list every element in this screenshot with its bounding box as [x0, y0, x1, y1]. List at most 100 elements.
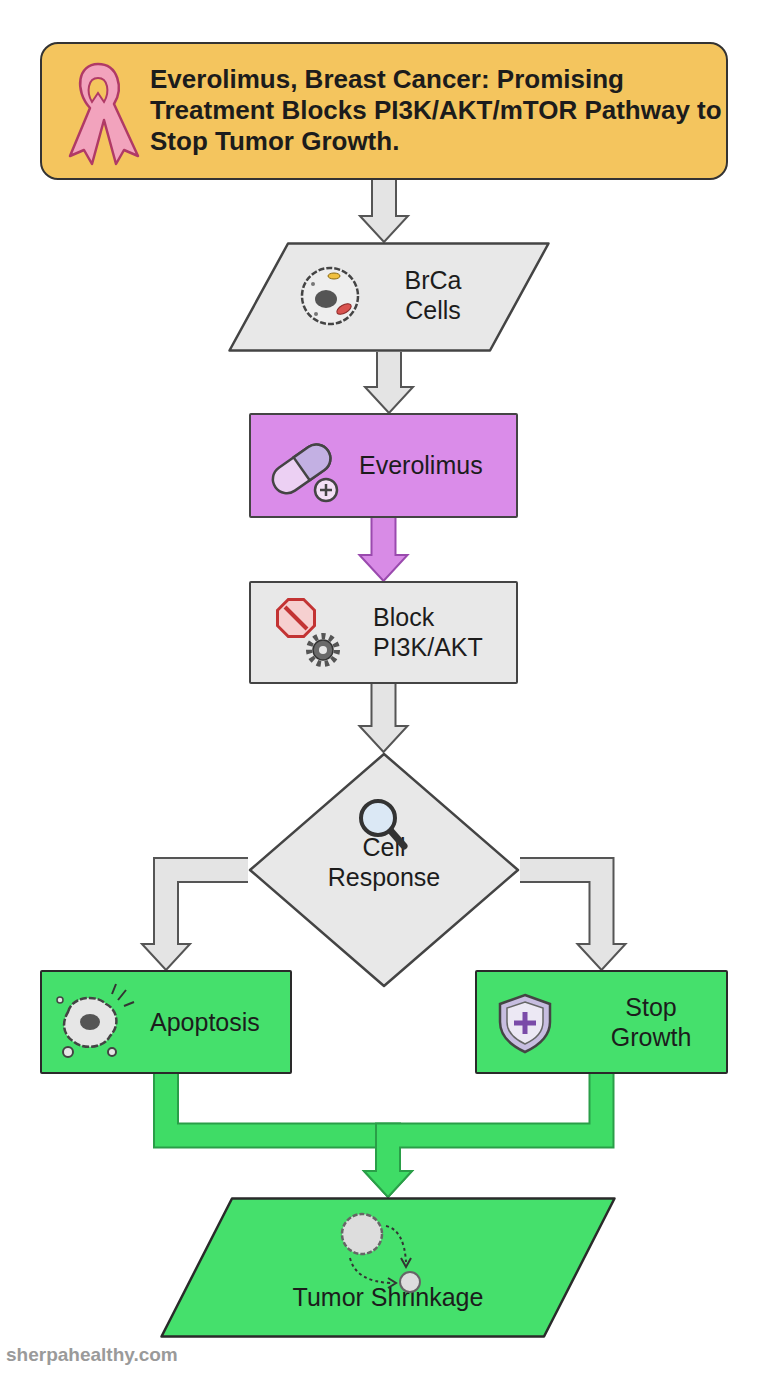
shrink-arrowhead — [401, 1258, 411, 1267]
decision-diamond-shape — [250, 754, 518, 986]
arrow-outline — [166, 870, 248, 944]
burst-lines — [112, 984, 134, 1006]
flow-arrow — [360, 180, 408, 242]
node-label: Everolimus, Breast Cancer: Promising Tre… — [150, 64, 740, 158]
text-block: Stop Growth — [585, 992, 717, 1052]
arrow-head — [360, 555, 408, 581]
result-parallelogram: Tumor Shrinkage — [160, 1197, 616, 1338]
input-parallelogram-outline — [228, 242, 550, 352]
tumor-large — [342, 1214, 382, 1254]
arrow-shaft — [166, 870, 248, 947]
gear-body — [313, 640, 333, 660]
ribbon-loop — [89, 78, 108, 102]
arrow-head — [360, 216, 408, 242]
organelle — [328, 273, 340, 279]
stop-sign — [278, 600, 315, 637]
magnifier-lens — [361, 801, 395, 835]
title-box: Everolimus, Breast Cancer: Promising Tre… — [40, 42, 728, 180]
block-icon — [278, 600, 338, 665]
arrow-outline — [520, 870, 602, 944]
watermark: sherpahealthy.com — [6, 1344, 178, 1366]
input-parallelogram: BrCa Cells — [228, 242, 550, 352]
ribbon-shape — [70, 64, 138, 164]
arrow-shaft — [373, 684, 395, 729]
gear-hole — [319, 646, 327, 654]
capsule-half — [294, 439, 336, 480]
node-label: Cell Response — [304, 832, 464, 892]
shield-icon — [500, 995, 550, 1052]
text-block: BrCa Cells — [378, 265, 488, 325]
shield-outer — [500, 995, 550, 1052]
shrink-arrowhead — [388, 1278, 396, 1288]
cell-membrane — [302, 268, 358, 324]
arrow-head — [364, 1171, 412, 1197]
mitochondrion — [335, 302, 353, 317]
text-block: Apoptosis — [150, 1007, 290, 1037]
flow-arrow — [360, 684, 408, 752]
flow-arrow — [364, 1074, 602, 1197]
plus-sign — [320, 484, 332, 496]
gear-teeth — [309, 636, 337, 664]
arrow-outline — [388, 1074, 602, 1171]
node-label: Stop Growth — [585, 992, 717, 1052]
text-block: Tumor Shrinkage — [220, 1282, 556, 1312]
shield-plus — [514, 1012, 536, 1034]
cell-nucleus — [315, 290, 337, 308]
apoptotic-body — [108, 1048, 116, 1056]
arrow-head — [360, 726, 408, 752]
arrow-outline — [166, 1074, 388, 1171]
arrow-shaft — [388, 1074, 602, 1174]
node-label: Tumor Shrinkage — [220, 1282, 556, 1312]
shrink-arrow — [350, 1258, 392, 1283]
arrow-head — [142, 944, 190, 970]
ribbon-icon — [70, 64, 138, 164]
flow-arrow — [360, 518, 408, 581]
capsule-icon — [267, 439, 337, 501]
cell-dot — [311, 282, 315, 286]
arrow-shaft — [520, 870, 602, 947]
arrow-head — [364, 1171, 412, 1197]
node-label: Block PI3K/AKT — [373, 602, 505, 662]
text-block: Cell Response — [304, 832, 464, 892]
arrow-shaft — [373, 180, 395, 219]
flow-arrow — [365, 352, 413, 413]
node-label: Everolimus — [359, 450, 514, 480]
flow-arrow — [520, 870, 626, 970]
result-parallelogram-outline — [160, 1197, 616, 1338]
magnifier-handle — [390, 830, 404, 846]
apoptotic-body — [63, 1047, 73, 1057]
plus-badge — [315, 479, 337, 501]
shield-inner — [507, 1002, 543, 1044]
flow-arrow — [142, 870, 248, 970]
shrink-icon — [342, 1214, 420, 1292]
outcome-box: Apoptosis — [40, 970, 292, 1074]
node-label: BrCa Cells — [378, 265, 488, 325]
node-label: Apoptosis — [150, 1007, 290, 1037]
cell-fragment — [64, 998, 116, 1047]
magnifier-icon — [361, 801, 404, 846]
arrow-shaft — [166, 1074, 388, 1174]
arrow-shaft — [378, 352, 400, 390]
cell-nucleus — [80, 1014, 100, 1030]
cell-icon — [302, 268, 358, 324]
result-parallelogram-shape — [162, 1199, 615, 1337]
arrow-shaft — [373, 518, 395, 558]
arrow-head — [578, 944, 626, 970]
input-parallelogram-shape — [230, 244, 549, 351]
drug-box: Everolimus — [249, 413, 518, 518]
arrow-head — [365, 387, 413, 413]
decision-diamond: Cell Response — [248, 752, 520, 988]
capsule-body — [267, 439, 335, 499]
process-box: Block PI3K/AKT — [249, 581, 518, 684]
text-block: Everolimus — [359, 450, 514, 480]
stop-slash — [285, 607, 307, 629]
cell-dot — [314, 312, 318, 316]
shrink-arrow — [386, 1226, 406, 1262]
apoptotic-body — [57, 997, 63, 1003]
apoptosis-icon — [57, 984, 134, 1057]
text-block: Block PI3K/AKT — [373, 602, 505, 662]
tumor-small — [400, 1272, 420, 1292]
